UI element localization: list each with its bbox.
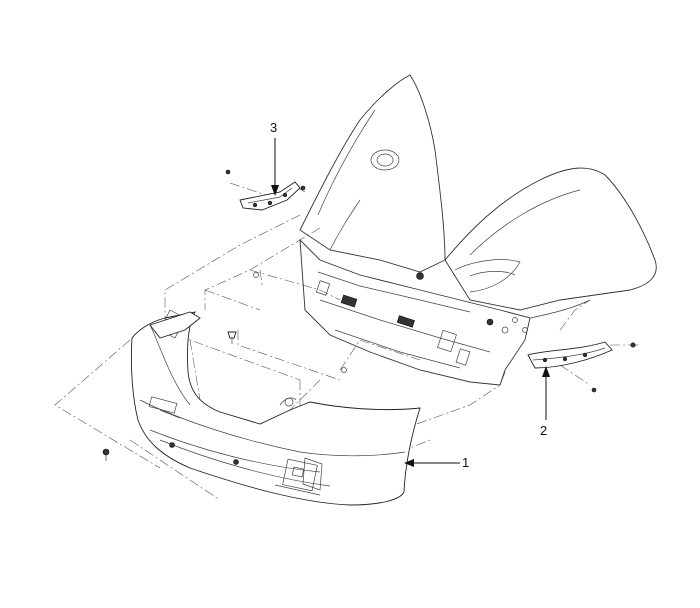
clip-icon [227, 331, 237, 344]
rear-bumper-cover [130, 309, 421, 506]
clip-icon [341, 367, 347, 373]
bracket-left [225, 169, 306, 211]
fasteners [102, 272, 347, 461]
callout-label-2: 2 [540, 423, 548, 438]
vehicle-rear-body [299, 74, 657, 386]
callout-label-1: 1 [462, 455, 470, 470]
screw-icon [102, 448, 110, 461]
callout-arrows [271, 138, 550, 467]
clip-icon [253, 272, 259, 278]
callout-label-3: 3 [270, 120, 278, 135]
bracket-right [527, 341, 636, 393]
